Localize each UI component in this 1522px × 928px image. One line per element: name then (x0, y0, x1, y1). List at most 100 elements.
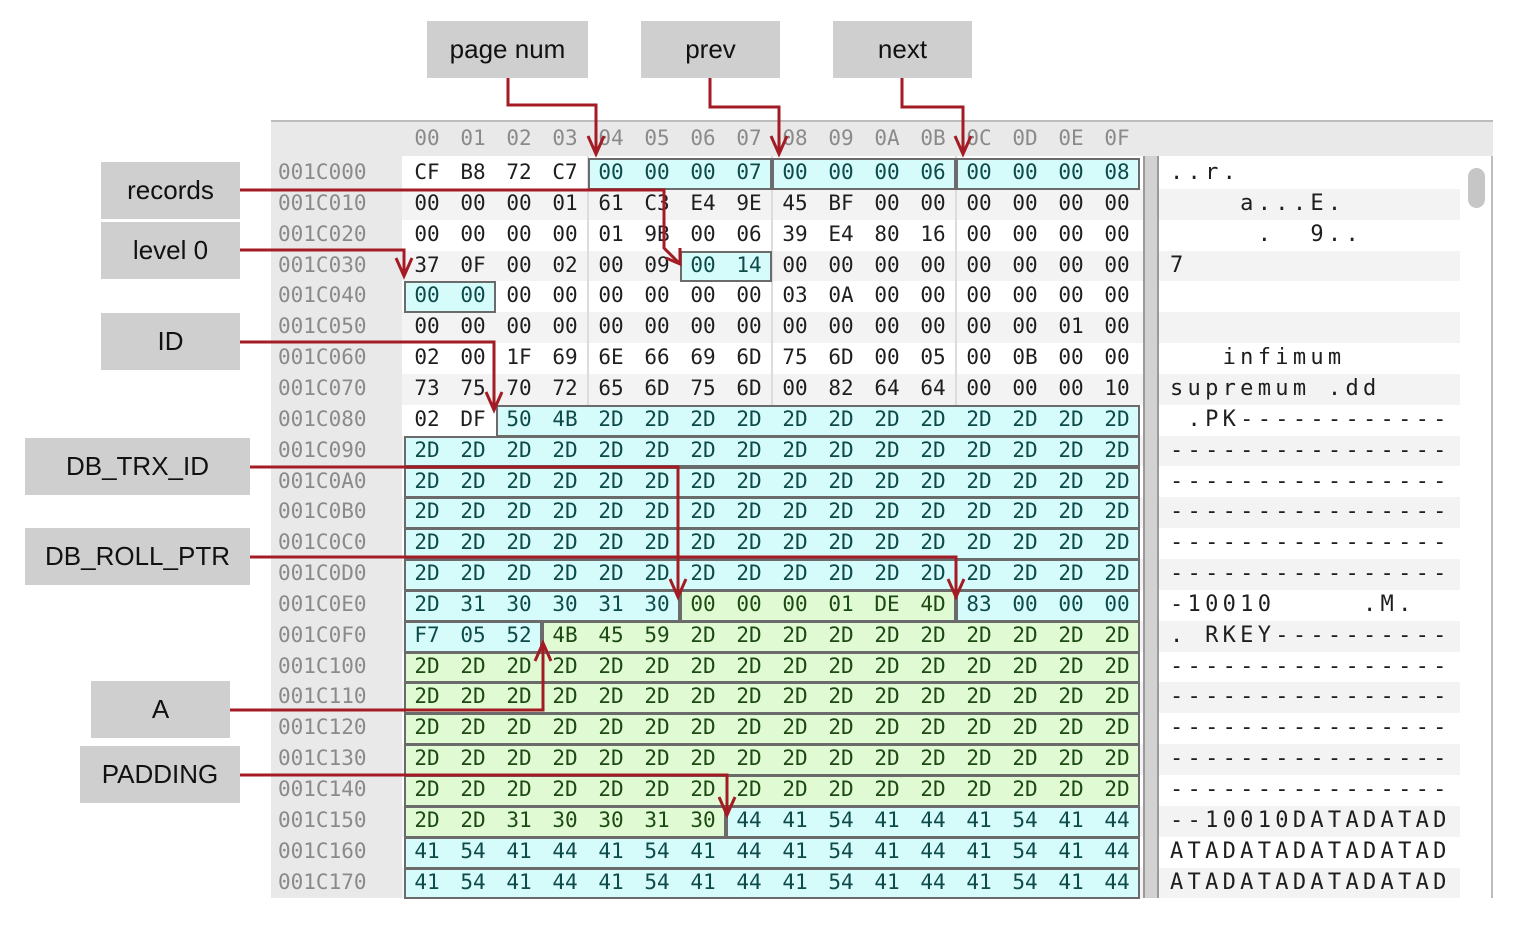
hex-byte[interactable]: 2D (920, 437, 946, 462)
hex-byte[interactable]: 00 (782, 252, 808, 277)
hex-byte[interactable]: 2D (874, 437, 900, 462)
hex-byte[interactable]: 75 (782, 345, 808, 370)
hex-byte[interactable]: 2D (690, 499, 716, 524)
hex-byte[interactable]: 41 (1058, 838, 1084, 863)
hex-byte[interactable]: 2D (1012, 406, 1038, 431)
hex-byte[interactable]: 2D (828, 653, 854, 678)
hex-byte[interactable]: 00 (782, 160, 808, 184)
hex-byte[interactable]: 01 (828, 591, 854, 616)
hex-byte[interactable]: 2D (598, 437, 624, 462)
hex-byte[interactable]: 00 (690, 591, 716, 616)
hex-byte[interactable]: 00 (782, 375, 808, 400)
hex-byte[interactable]: 41 (874, 869, 900, 894)
hex-byte[interactable]: 0A (828, 283, 854, 308)
hex-byte[interactable]: 2D (1104, 468, 1130, 493)
hex-byte[interactable]: 2D (414, 777, 440, 801)
hex-byte[interactable]: 54 (1012, 807, 1038, 832)
hex-byte[interactable]: 2D (690, 468, 716, 493)
hex-byte[interactable]: 2D (414, 746, 440, 771)
hex-byte[interactable]: 00 (1058, 345, 1084, 370)
hex-byte[interactable]: 2D (828, 622, 854, 647)
hex-byte[interactable]: 00 (1012, 591, 1038, 616)
hex-byte[interactable]: CF (414, 160, 440, 184)
hex-byte[interactable]: 2D (506, 684, 532, 709)
hex-byte[interactable]: 44 (1104, 869, 1130, 894)
hex-byte[interactable]: 2D (828, 746, 854, 771)
hex-byte[interactable]: 2D (1104, 499, 1130, 524)
hex-byte[interactable]: 00 (920, 190, 946, 215)
hex-byte[interactable]: 2D (1104, 622, 1130, 647)
hex-byte[interactable]: 2D (414, 530, 440, 555)
hex-byte[interactable]: 41 (690, 869, 716, 894)
hex-byte[interactable]: 75 (690, 375, 716, 400)
hex-byte[interactable]: 44 (1104, 838, 1130, 863)
hex-byte[interactable]: 4B (552, 406, 578, 431)
hex-byte[interactable]: 70 (506, 375, 532, 400)
hex-byte[interactable]: 2D (782, 777, 808, 801)
hex-byte[interactable]: 2D (736, 437, 762, 462)
hex-byte[interactable]: 44 (920, 869, 946, 894)
hex-byte[interactable]: 2D (1058, 653, 1084, 678)
hex-byte[interactable]: 2D (690, 406, 716, 431)
hex-byte[interactable]: 72 (552, 375, 578, 400)
hex-byte[interactable]: 2D (828, 561, 854, 586)
hex-byte[interactable]: E4 (690, 190, 716, 215)
hex-byte[interactable]: 2D (460, 530, 486, 555)
hex-byte[interactable]: 30 (598, 807, 624, 832)
hex-byte[interactable]: 00 (1104, 591, 1130, 616)
hex-byte[interactable]: 2D (782, 653, 808, 678)
hex-byte[interactable]: 2D (874, 746, 900, 771)
hex-byte[interactable]: 00 (874, 314, 900, 339)
hex-byte[interactable]: 00 (736, 314, 762, 339)
hex-byte[interactable]: 2D (644, 437, 670, 462)
hex-byte[interactable]: 31 (644, 807, 670, 832)
hex-byte[interactable]: 00 (966, 221, 992, 246)
hex-byte[interactable]: 00 (460, 190, 486, 215)
hex-byte[interactable]: 41 (874, 807, 900, 832)
hex-byte[interactable]: 2D (1058, 561, 1084, 586)
hex-byte[interactable]: 00 (690, 283, 716, 308)
hex-byte[interactable]: 2D (460, 684, 486, 709)
hex-byte[interactable]: 2D (736, 653, 762, 678)
hex-byte[interactable]: 00 (966, 345, 992, 370)
hex-byte[interactable]: 2D (966, 684, 992, 709)
hex-byte[interactable]: 2D (460, 437, 486, 462)
hex-byte[interactable]: 00 (966, 314, 992, 339)
hex-byte[interactable]: 2D (736, 684, 762, 709)
hex-byte[interactable]: 2D (874, 406, 900, 431)
hex-byte[interactable]: 00 (506, 221, 532, 246)
hex-byte[interactable]: 2D (1058, 468, 1084, 493)
hex-byte[interactable]: 2D (598, 406, 624, 431)
hex-byte[interactable]: 2D (690, 437, 716, 462)
hex-byte[interactable]: 00 (1058, 591, 1084, 616)
hex-byte[interactable]: 50 (506, 406, 532, 431)
hex-byte[interactable]: 06 (920, 160, 946, 184)
hex-byte[interactable]: 2D (1058, 715, 1084, 740)
hex-byte[interactable]: 54 (828, 838, 854, 863)
hex-byte[interactable]: 44 (920, 838, 946, 863)
hex-byte[interactable]: 02 (552, 252, 578, 277)
hex-byte[interactable]: 00 (966, 283, 992, 308)
hex-byte[interactable]: 59 (644, 622, 670, 647)
hex-byte[interactable]: 2D (828, 715, 854, 740)
hex-byte[interactable]: 2D (1104, 406, 1130, 431)
hex-byte[interactable]: 6D (736, 345, 762, 370)
hex-byte[interactable]: 2D (1104, 653, 1130, 678)
hex-byte[interactable]: 14 (736, 252, 762, 277)
hex-byte[interactable]: 2D (1012, 715, 1038, 740)
hex-byte[interactable]: 00 (598, 283, 624, 308)
hex-byte[interactable]: 2D (460, 653, 486, 678)
hex-byte[interactable]: 2D (690, 653, 716, 678)
hex-byte[interactable]: 2D (414, 715, 440, 740)
hex-byte[interactable]: 54 (828, 807, 854, 832)
hex-byte[interactable]: 4B (552, 622, 578, 647)
hex-byte[interactable]: 2D (736, 530, 762, 555)
hex-byte[interactable]: 00 (414, 190, 440, 215)
hex-byte[interactable]: 00 (966, 160, 992, 184)
hex-byte[interactable]: 00 (874, 252, 900, 277)
hex-byte[interactable]: 03 (782, 283, 808, 308)
hex-byte[interactable]: 2D (1104, 530, 1130, 555)
hex-byte[interactable]: 37 (414, 252, 440, 277)
hex-byte[interactable]: 2D (552, 715, 578, 740)
hex-byte[interactable]: 9E (736, 190, 762, 215)
